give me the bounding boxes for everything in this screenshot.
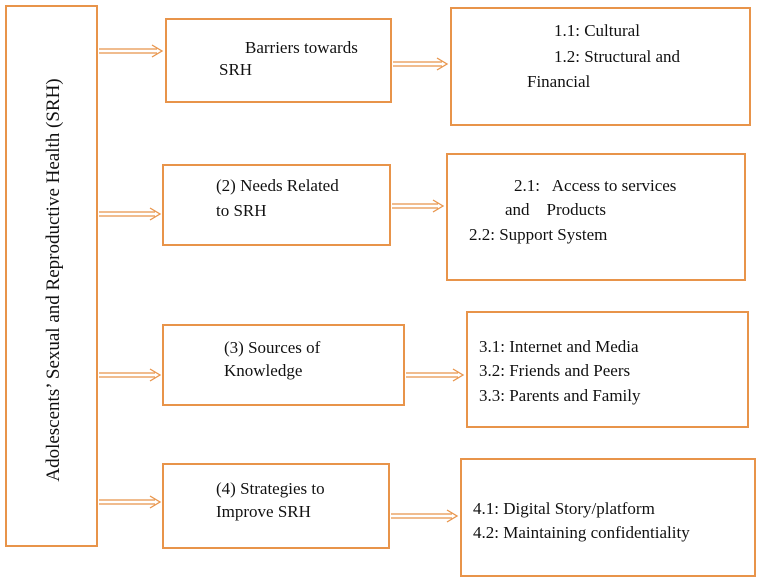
arrow-theme-3-to-subthemes (406, 368, 465, 382)
arrow-root-to-theme-4 (99, 495, 162, 509)
arrow-root-to-theme-2 (99, 207, 162, 221)
subtheme-box-strategies: 4.1: Digital Story/platform 4.2: Maintai… (460, 458, 756, 577)
theme-label-line-2: to SRH (216, 201, 267, 220)
theme-label-line-1: (4) Strategies to (216, 479, 325, 498)
theme-label-line-2: Knowledge (224, 361, 303, 380)
theme-box-sources: (3) Sources of Knowledge (162, 324, 405, 406)
arrow-theme-4-to-subthemes (391, 509, 459, 523)
subtheme-item: and Products (505, 200, 607, 219)
theme-box-barriers: Barriers towards SRH (165, 18, 392, 103)
theme-label-line-1: (2) Needs Related (216, 176, 339, 195)
arrow-root-to-theme-3 (99, 368, 162, 382)
theme-label-line-2: SRH (219, 60, 253, 79)
subtheme-box-needs: 2.1: Access to services and Products 2.2… (446, 153, 746, 281)
subtheme-box-barriers: 1.1: Cultural 1.2: Structural and Financ… (450, 7, 751, 126)
subtheme-item: 3.3: Parents and Family (479, 386, 641, 405)
subtheme-item: 2.1: Access to services (514, 176, 677, 195)
arrow-root-to-theme-1 (99, 44, 164, 58)
root-box: Adolescents’ Sexual and Reproductive Hea… (5, 5, 98, 547)
arrow-theme-2-to-subthemes (392, 199, 445, 213)
theme-label-line-2: Improve SRH (216, 502, 311, 521)
subtheme-item: 4.2: Maintaining confidentiality (473, 523, 690, 542)
subtheme-item: 1.2: Structural and (554, 47, 681, 66)
subtheme-item: 3.2: Friends and Peers (479, 361, 631, 380)
subtheme-item: 1.1: Cultural (554, 21, 640, 40)
subtheme-box-sources: 3.1: Internet and Media 3.2: Friends and… (466, 311, 749, 428)
theme-box-strategies: (4) Strategies to Improve SRH (162, 463, 390, 549)
subtheme-item: 4.1: Digital Story/platform (473, 499, 655, 518)
subtheme-item: Financial (527, 72, 591, 91)
arrow-theme-1-to-subthemes (393, 57, 449, 71)
theme-label-line-1: (3) Sources of (224, 338, 321, 357)
theme-box-needs: (2) Needs Related to SRH (162, 164, 391, 246)
subtheme-item: 3.1: Internet and Media (479, 337, 639, 356)
subtheme-item: 2.2: Support System (469, 225, 608, 244)
theme-label-line-1: Barriers towards (245, 38, 358, 57)
